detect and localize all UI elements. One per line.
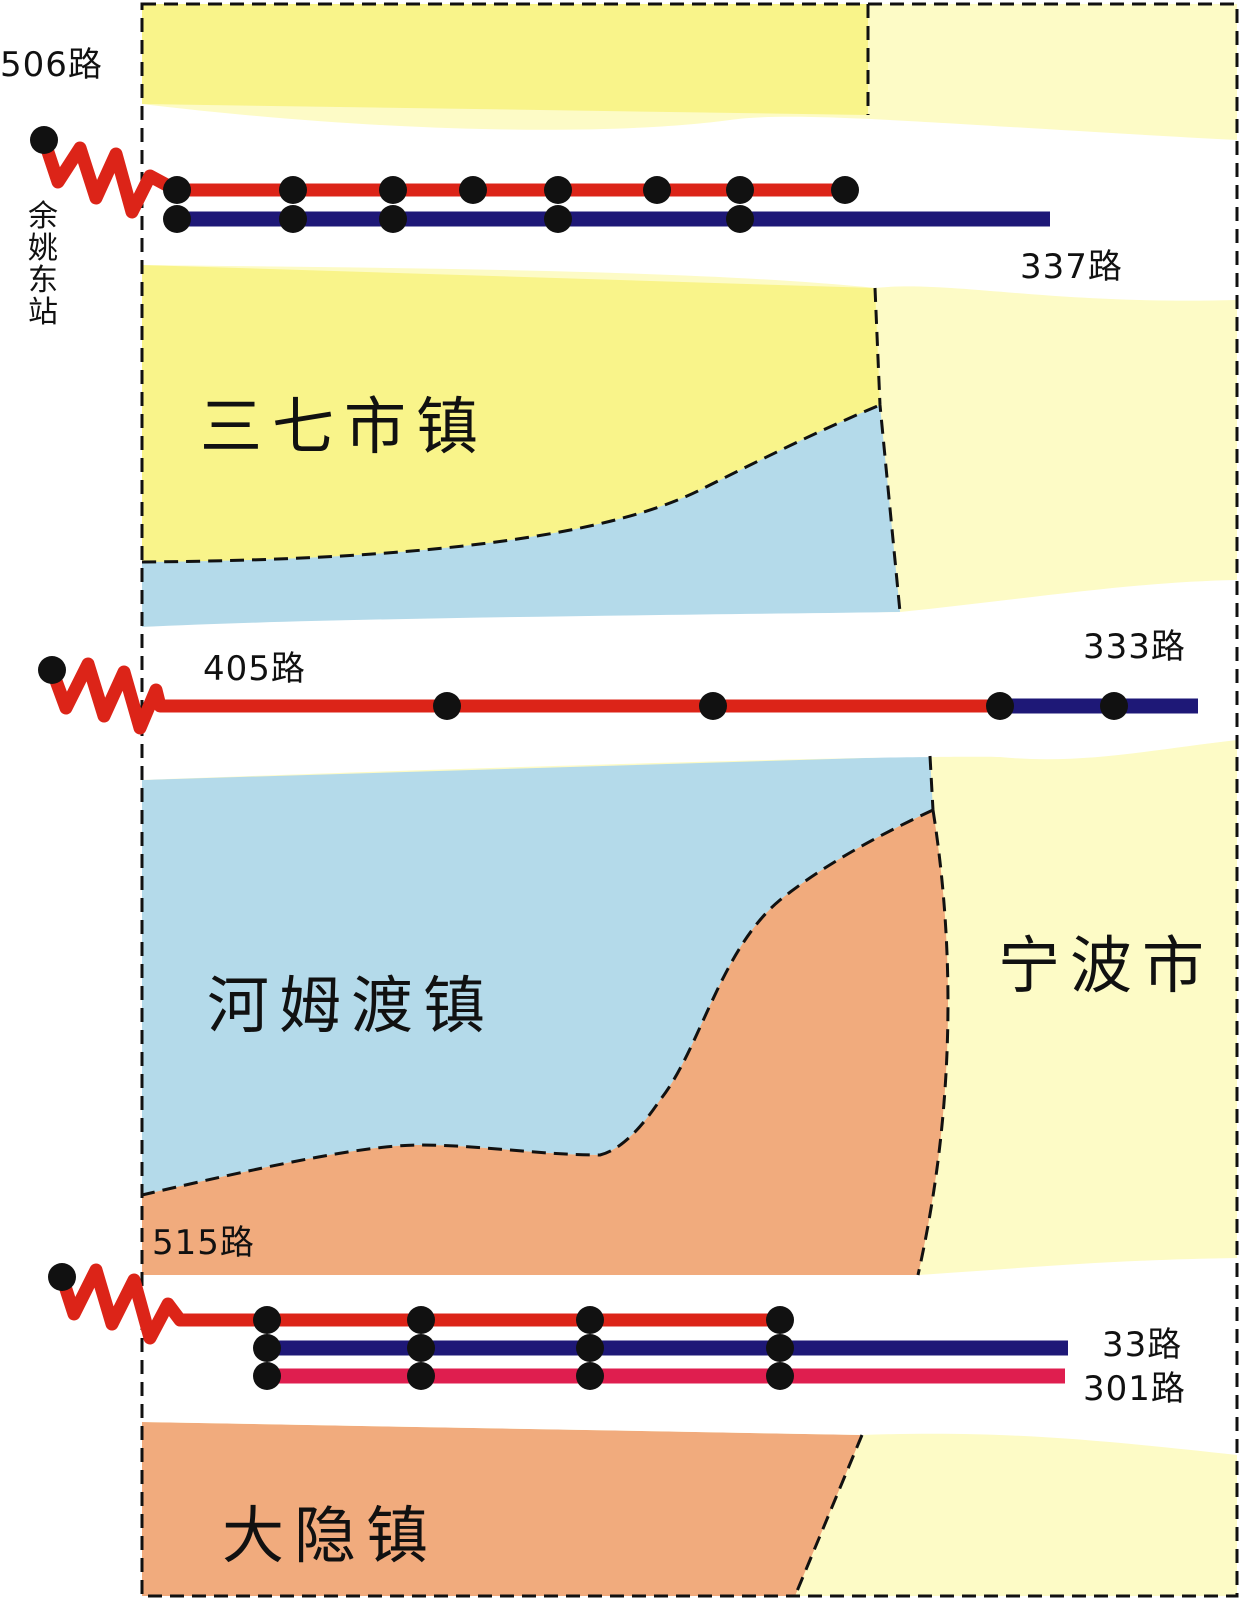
- road-band-middle: [142, 580, 1237, 780]
- bus-stop-dot-icon: [766, 1334, 794, 1362]
- region-sanqi-upper: [142, 4, 868, 115]
- route-label-515: 515路: [152, 1223, 255, 1263]
- route-405-line: [45, 657, 1007, 735]
- bus-stop-dot-icon: [30, 126, 58, 154]
- station-label-char: 站: [28, 295, 58, 330]
- region-label-sanqi: 三七市镇: [200, 390, 488, 463]
- bus-stop-dot-icon: [163, 205, 191, 233]
- road-band-north: [142, 104, 1237, 301]
- boundary-hemudu-ningbo: [928, 755, 935, 811]
- boundary-dayin-ningbo-south: [793, 1434, 864, 1597]
- bus-stop-dot-icon: [433, 692, 461, 720]
- bus-stop-dot-icon: [253, 1362, 281, 1390]
- bus-stop-dot-icon: [544, 205, 572, 233]
- bus-stop-dot-icon: [576, 1362, 604, 1390]
- bus-stop-dot-icon: [163, 176, 191, 204]
- bus-stop-dot-icon: [253, 1334, 281, 1362]
- station-label-char: 余: [28, 199, 58, 234]
- boundary-sanqi-ningbo-lower: [873, 287, 902, 613]
- boundary-hemudu-dayin: [141, 808, 934, 1197]
- bus-stop-dot-icon: [407, 1362, 435, 1390]
- bus-stop-dot-icon: [576, 1334, 604, 1362]
- bus-stop-dot-icon: [253, 1306, 281, 1334]
- bus-stop-dot-icon: [459, 176, 487, 204]
- bus-stop-dot-icon: [986, 692, 1014, 720]
- bus-stop-dot-icon: [279, 176, 307, 204]
- bus-stop-dot-icon: [1100, 692, 1128, 720]
- route-label-33: 33路: [1102, 1325, 1182, 1365]
- bus-stop-dot-icon: [576, 1306, 604, 1334]
- region-dayin-upper: [142, 810, 948, 1275]
- bus-stop-dot-icon: [544, 176, 572, 204]
- bus-stop-dot-icon: [766, 1362, 794, 1390]
- region-label-dayin: 大隐镇: [222, 1499, 438, 1572]
- station-label-char: 姚: [28, 231, 58, 266]
- region-sanqi-lower: [142, 265, 880, 562]
- boundary-sanqi-hemudu: [141, 403, 881, 564]
- bus-stop-dot-icon: [379, 176, 407, 204]
- route-label-301: 301路: [1083, 1369, 1186, 1409]
- bus-stop-dot-icon: [726, 176, 754, 204]
- station-label-yuyao-east: 余 姚 东 站: [28, 199, 58, 330]
- bus-stop-dot-icon: [38, 656, 66, 684]
- route-515-line: [55, 1263, 787, 1345]
- bus-stop-dot-icon: [699, 692, 727, 720]
- bus-stop-dot-icon: [379, 205, 407, 233]
- study-area-border: [140, 2, 1239, 1598]
- bus-stop-dot-icon: [407, 1306, 435, 1334]
- bus-stops: [30, 126, 1128, 1390]
- bus-stop-dot-icon: [407, 1334, 435, 1362]
- bus-stop-dot-icon: [726, 205, 754, 233]
- route-label-506: 506路: [0, 45, 103, 85]
- bus-stop-dot-icon: [831, 176, 859, 204]
- region-label-ningbo: 宁波市: [998, 929, 1214, 1002]
- region-label-hemudu: 河姆渡镇: [207, 969, 495, 1042]
- bus-stop-dot-icon: [643, 176, 671, 204]
- region-hemudu-upper: [142, 405, 900, 627]
- bus-stop-dot-icon: [279, 205, 307, 233]
- station-label-char: 东: [28, 263, 58, 298]
- region-hemudu-main: [142, 756, 933, 1195]
- route-label-333: 333路: [1083, 627, 1186, 667]
- bus-stop-dot-icon: [766, 1306, 794, 1334]
- boundary-lines: [140, 2, 1239, 1598]
- route-label-405: 405路: [203, 649, 306, 689]
- region-dayin-lower: [142, 1422, 862, 1596]
- boundary-dayin-ningbo: [916, 809, 950, 1276]
- bus-stop-dot-icon: [48, 1263, 76, 1291]
- route-label-337: 337路: [1020, 247, 1123, 287]
